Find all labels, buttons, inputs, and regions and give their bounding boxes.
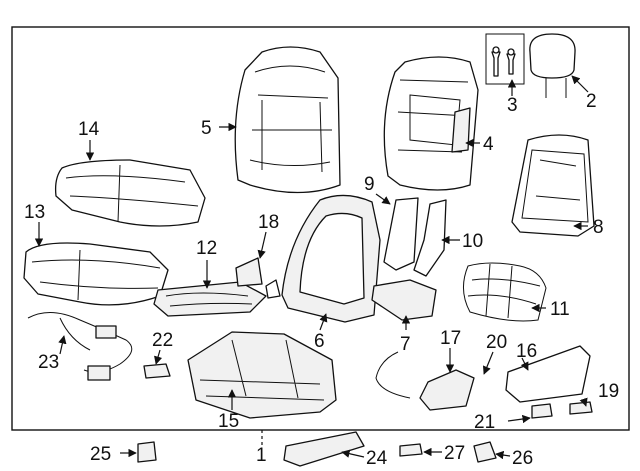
seat-track-part[interactable]: [187, 331, 337, 419]
callout-12: 12: [196, 238, 217, 259]
callout-8: 8: [593, 217, 604, 238]
cushion-spring-part[interactable]: [153, 281, 267, 317]
leader-lines: [34, 75, 589, 460]
callout-1: 1: [256, 445, 267, 466]
clip-part[interactable]: [137, 441, 157, 463]
back-frame-panel-part[interactable]: [511, 134, 595, 237]
assembly-frame: [11, 26, 630, 431]
power-switch-part[interactable]: [375, 351, 475, 411]
callout-15: 15: [218, 411, 239, 432]
callout-16: 16: [516, 341, 537, 362]
wire-harness-part[interactable]: [27, 312, 133, 381]
callout-24: 24: [366, 448, 388, 469]
callout-4: 4: [483, 134, 494, 155]
callout-2: 2: [586, 91, 597, 112]
callout-5: 5: [201, 118, 212, 139]
side-panel-part[interactable]: [413, 199, 447, 277]
callout-27: 27: [444, 443, 465, 464]
callout-22: 22: [152, 330, 173, 351]
seatback-cover-part[interactable]: [234, 46, 341, 194]
callout-14: 14: [78, 119, 100, 140]
callout-10: 10: [462, 231, 483, 252]
lumbar-support-part[interactable]: [371, 279, 437, 321]
trim-cover-part[interactable]: [143, 363, 171, 379]
side-shield-part[interactable]: [505, 345, 591, 403]
callout-21: 21: [474, 412, 495, 433]
knob-small-part[interactable]: [531, 403, 553, 419]
seatback-panel-part[interactable]: [383, 56, 479, 191]
small-bracket-part[interactable]: [473, 441, 497, 463]
callout-11: 11: [550, 299, 570, 320]
cap-part[interactable]: [399, 443, 423, 457]
callout-26: 26: [512, 448, 533, 469]
callout-20: 20: [486, 332, 507, 353]
recliner-bracket-part[interactable]: [235, 257, 281, 299]
callout-3: 3: [507, 95, 518, 116]
callout-9: 9: [364, 174, 375, 195]
callout-23: 23: [38, 352, 59, 373]
seat-cushion-cover-part[interactable]: [54, 159, 206, 227]
headrest-part[interactable]: [529, 33, 576, 98]
knob-part[interactable]: [569, 401, 593, 415]
side-bolster-part[interactable]: [383, 197, 419, 271]
callout-18: 18: [258, 212, 279, 233]
trim-panel-part[interactable]: [283, 431, 365, 467]
callout-7: 7: [400, 334, 411, 355]
callout-17: 17: [440, 328, 461, 349]
headrest-guide-part[interactable]: [485, 33, 525, 85]
spring-mat-part[interactable]: [463, 262, 547, 322]
callout-6: 6: [314, 331, 325, 352]
seat-cushion-pad-part[interactable]: [23, 242, 169, 306]
callout-25: 25: [90, 444, 111, 465]
callout-13: 13: [24, 202, 45, 223]
callout-19: 19: [598, 381, 619, 402]
seatback-frame-part[interactable]: [281, 194, 381, 323]
